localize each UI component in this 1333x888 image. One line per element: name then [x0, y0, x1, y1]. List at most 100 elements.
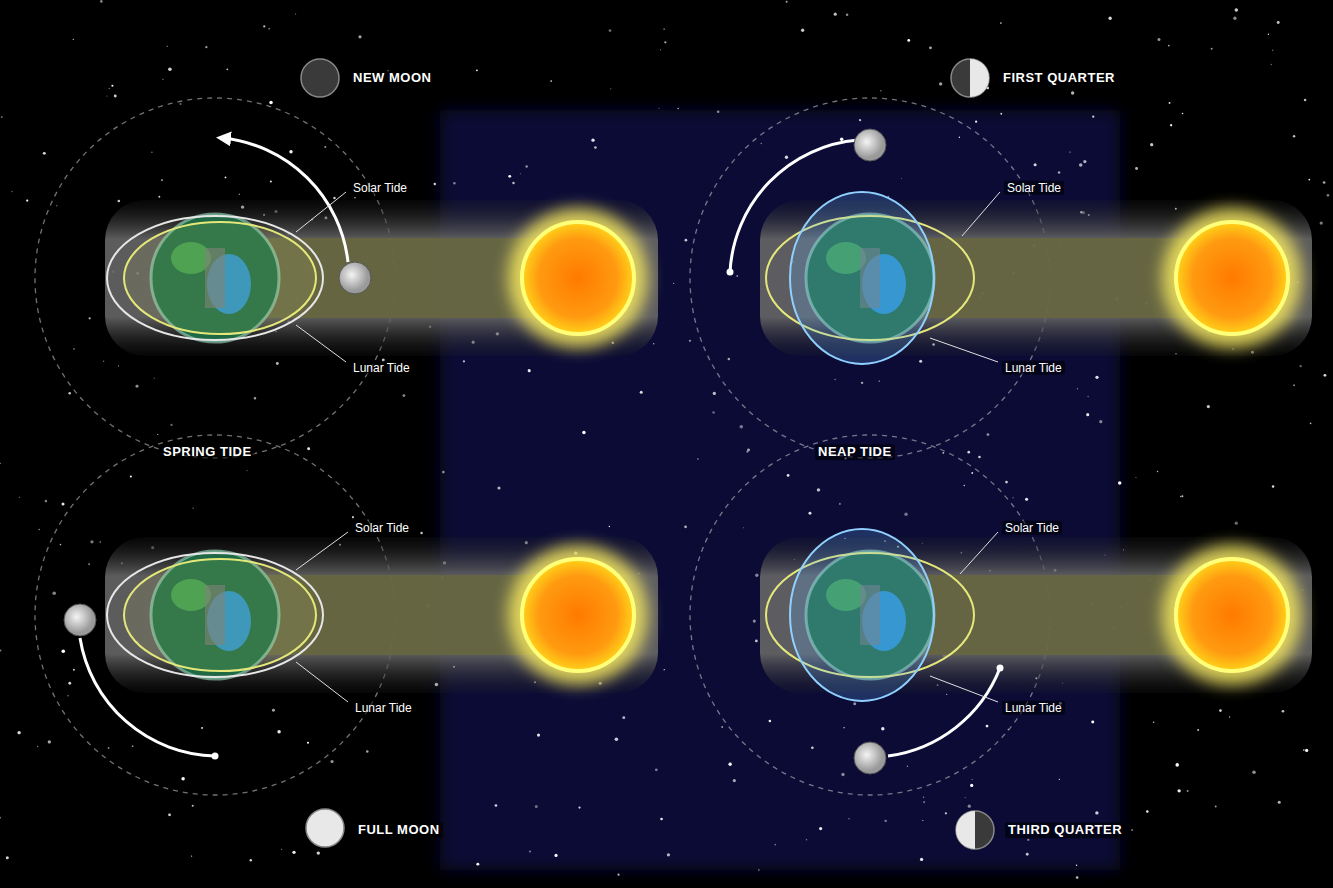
star: [61, 649, 65, 653]
star: [1000, 113, 1002, 115]
orbit-dot: [727, 269, 734, 276]
star: [529, 850, 531, 852]
tide-label: Lunar Tide: [350, 361, 413, 375]
star: [1197, 729, 1199, 731]
star: [250, 859, 252, 861]
star: [677, 108, 679, 110]
moon-phase-icon: [956, 811, 994, 849]
star: [333, 197, 336, 200]
star: [728, 763, 731, 766]
star: [578, 806, 580, 808]
star: [90, 540, 93, 543]
star: [1135, 167, 1138, 170]
star: [254, 397, 256, 399]
star: [809, 512, 812, 515]
star: [1131, 829, 1133, 831]
star: [615, 737, 619, 741]
star: [550, 80, 552, 82]
star: [843, 727, 844, 728]
star: [192, 805, 194, 807]
star: [1025, 498, 1028, 501]
star: [664, 669, 665, 670]
star: [268, 28, 269, 29]
star: [667, 853, 670, 856]
sun: [522, 222, 634, 334]
lunar-tide-bulge: [107, 216, 323, 340]
star: [760, 143, 762, 145]
star: [109, 88, 110, 89]
star: [929, 46, 932, 49]
star: [610, 88, 611, 89]
star: [88, 563, 90, 565]
leader-line: [930, 338, 998, 362]
star: [38, 529, 40, 531]
star: [755, 640, 758, 643]
moon: [339, 262, 371, 294]
star: [1092, 116, 1094, 118]
star: [535, 805, 538, 808]
star: [987, 433, 990, 436]
sun: [1176, 222, 1288, 334]
star: [834, 379, 836, 381]
star: [1079, 163, 1083, 167]
star: [1211, 48, 1213, 50]
moon-phase-icon: [951, 59, 989, 97]
star: [1157, 471, 1158, 472]
star: [73, 669, 75, 671]
star: [853, 702, 856, 705]
tide-type-label: NEAP TIDE: [815, 444, 895, 460]
sun-glow: [1162, 545, 1302, 685]
star: [497, 486, 500, 489]
star: [1091, 721, 1094, 724]
star: [879, 381, 880, 382]
star: [1229, 716, 1230, 717]
star: [1278, 801, 1281, 804]
leader-line: [962, 192, 1000, 236]
star: [26, 199, 28, 201]
star: [970, 784, 973, 787]
moon-disc: [956, 811, 994, 849]
star: [114, 94, 117, 97]
star: [1, 116, 3, 118]
star: [1181, 495, 1183, 497]
orbit-arrow: [80, 638, 215, 756]
star: [1180, 496, 1181, 497]
star: [591, 138, 594, 141]
tide-label: Solar Tide: [1004, 181, 1064, 195]
star: [1099, 420, 1102, 423]
star: [1071, 91, 1074, 94]
star: [582, 431, 585, 434]
tide-label: Lunar Tide: [1002, 701, 1065, 715]
star: [48, 740, 51, 743]
star: [978, 456, 981, 459]
star: [168, 813, 171, 816]
star: [179, 103, 181, 105]
star: [975, 121, 977, 123]
star: [1272, 485, 1275, 488]
star: [225, 177, 227, 179]
star: [239, 194, 240, 195]
star: [554, 854, 557, 857]
star: [753, 620, 756, 623]
star: [366, 750, 369, 753]
star: [685, 239, 688, 242]
star: [817, 488, 820, 491]
star: [801, 29, 804, 32]
star: [1293, 135, 1295, 137]
band-core: [910, 238, 1192, 318]
star: [246, 470, 247, 471]
tide-panel: [690, 435, 1312, 795]
star: [594, 146, 597, 149]
leader-line: [296, 662, 348, 702]
star: [45, 500, 48, 503]
star: [1177, 789, 1180, 792]
star: [617, 874, 619, 876]
star: [849, 818, 850, 819]
star: [904, 513, 907, 516]
star: [880, 90, 881, 91]
star: [520, 173, 521, 174]
star: [151, 151, 153, 153]
star: [971, 472, 973, 474]
star: [1150, 143, 1153, 146]
star: [758, 869, 759, 870]
